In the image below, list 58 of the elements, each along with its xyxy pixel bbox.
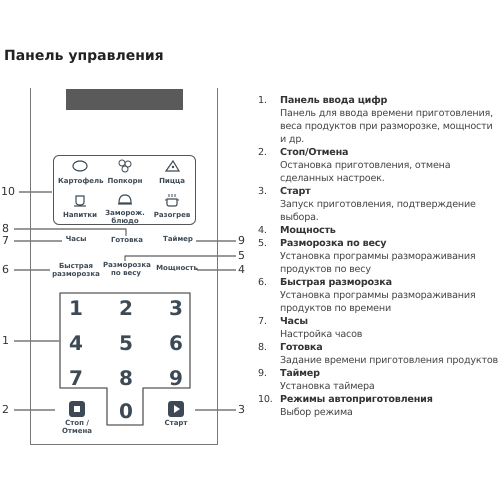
digit-key: 8 bbox=[115, 367, 137, 391]
callout-number: 8 bbox=[2, 222, 12, 236]
callout-number: 10 bbox=[1, 185, 17, 199]
leader-line bbox=[14, 340, 60, 342]
item-heading: Панель ввода цифр bbox=[280, 94, 388, 107]
callout-number: 7 bbox=[2, 234, 12, 248]
callout-number: 9 bbox=[238, 234, 248, 248]
leader-line bbox=[14, 228, 126, 236]
list-number: 8. bbox=[258, 341, 268, 355]
digit-key: 1 bbox=[65, 297, 87, 321]
digit-key: 3 bbox=[165, 297, 187, 321]
list-number: 1. bbox=[258, 94, 268, 108]
list-number: 9. bbox=[258, 367, 268, 381]
list-number: 4. bbox=[258, 224, 268, 237]
digit-key: 9 bbox=[165, 367, 187, 391]
callout-number: 1 bbox=[2, 334, 12, 348]
callout-number: 2 bbox=[2, 403, 12, 417]
display-window bbox=[66, 89, 183, 110]
digit-key: 7 bbox=[65, 367, 87, 391]
digit-key: 6 bbox=[165, 332, 187, 356]
list-number: 2. bbox=[258, 146, 268, 160]
item-heading: Часы bbox=[280, 315, 309, 328]
item-heading: Готовка bbox=[280, 341, 324, 354]
digit-key: 0 bbox=[115, 400, 137, 424]
item-description: Настройка часов bbox=[280, 328, 362, 341]
item-description: Установка программы размораживания продуктов по весу bbox=[280, 250, 476, 276]
item-heading: Старт bbox=[280, 185, 312, 198]
digit-key: 4 bbox=[65, 332, 87, 356]
list-number: 3. bbox=[258, 185, 268, 199]
item-description: Установка программы размораживания продуктов по времени bbox=[280, 289, 476, 315]
item-heading: Стоп/Отмена bbox=[280, 146, 350, 159]
list-number: 6. bbox=[258, 276, 268, 290]
list-number: 7. bbox=[258, 315, 268, 329]
list-number: 5. bbox=[258, 237, 268, 251]
item-description: Выбор режима bbox=[280, 406, 354, 419]
leader-line bbox=[124, 256, 236, 262]
callout-number: 4 bbox=[238, 263, 248, 277]
item-description: Запуск приготовления, подтверждение выбора. bbox=[280, 198, 477, 224]
digit-key: 2 bbox=[115, 297, 137, 321]
item-description: Панель для ввода времени приготовления, веса продуктов при разморозке, мощности и др. bbox=[280, 107, 494, 146]
item-heading: Таймер bbox=[280, 367, 321, 380]
item-heading: Режимы автоприготовления bbox=[280, 393, 433, 406]
item-heading: Мощность bbox=[280, 224, 336, 237]
callout-number: 5 bbox=[238, 249, 248, 263]
leader-line bbox=[14, 240, 62, 242]
callout-number: 3 bbox=[238, 403, 248, 417]
item-description: Остановка приготовления, отмена сделанных настроек. bbox=[280, 159, 452, 185]
item-heading: Быстрая разморозка bbox=[280, 276, 393, 289]
auto-cook-group bbox=[53, 155, 196, 225]
leader-line bbox=[196, 240, 236, 242]
digit-key: 5 bbox=[115, 332, 137, 356]
control-panel bbox=[30, 88, 218, 445]
item-description: Задание времени приготовления продуктов bbox=[280, 354, 498, 367]
list-number: 10. bbox=[258, 393, 274, 407]
callout-number: 6 bbox=[2, 263, 12, 277]
item-description: Установка таймера bbox=[280, 380, 375, 393]
panel-title: Панель управления bbox=[4, 48, 164, 64]
item-heading: Разморозка по весу bbox=[280, 237, 388, 250]
